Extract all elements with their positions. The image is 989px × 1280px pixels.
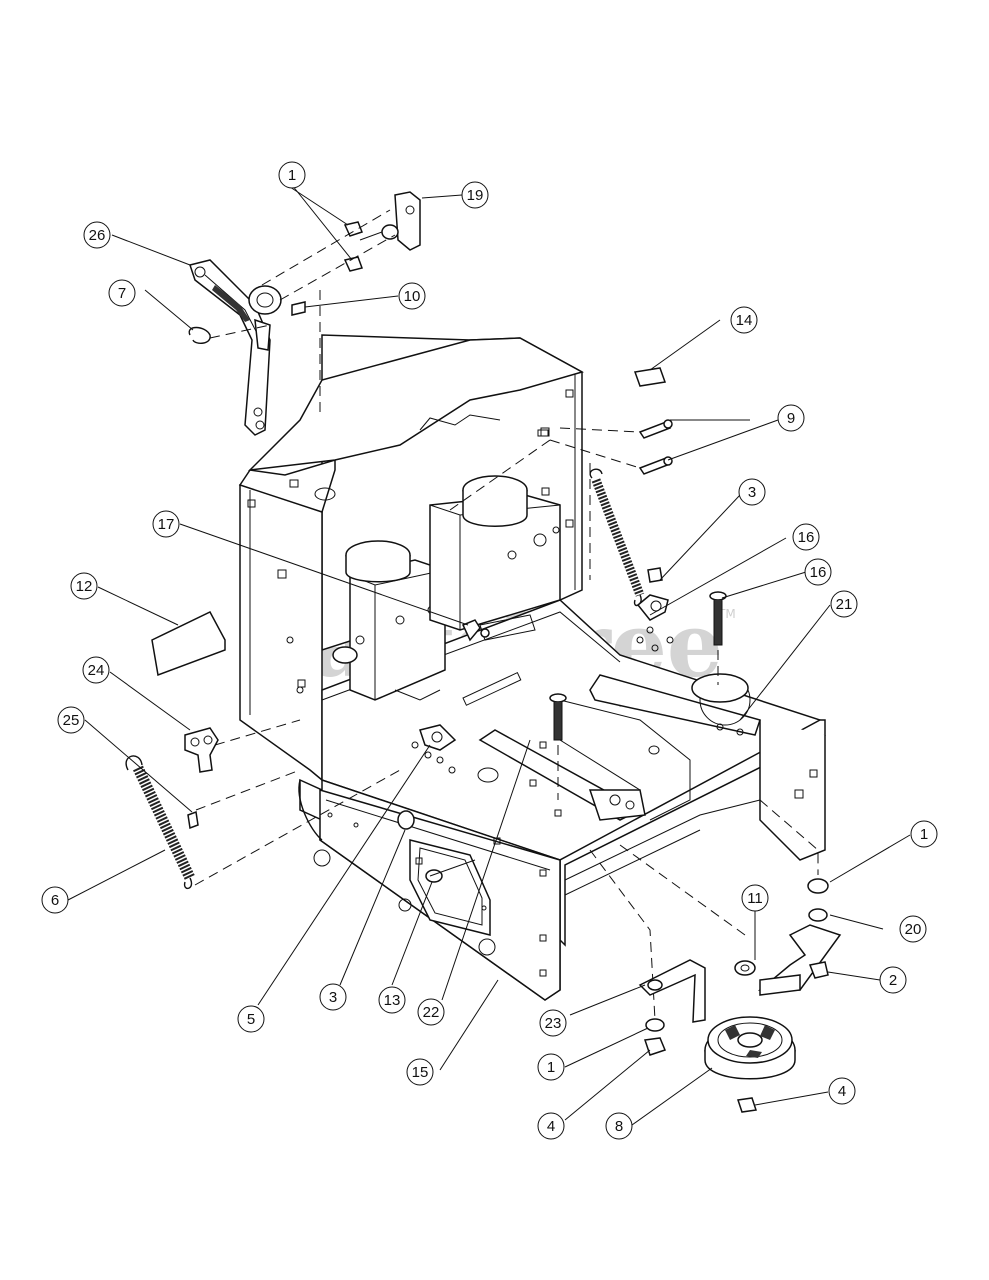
- callout-25[interactable]: 25: [57, 706, 85, 734]
- callout-23[interactable]: 23: [539, 1009, 567, 1037]
- control-lever-26: [189, 259, 282, 436]
- callout-16-b[interactable]: 16: [804, 558, 832, 586]
- callout-1-right[interactable]: 1: [910, 820, 938, 848]
- svg-text:5: 5: [247, 1011, 255, 1028]
- callout-4-left[interactable]: 4: [537, 1112, 565, 1140]
- decal-14: [633, 367, 667, 387]
- callout-15[interactable]: 15: [406, 1058, 434, 1086]
- bracket-20: [757, 924, 842, 996]
- svg-text:1: 1: [920, 826, 928, 843]
- callout-3-right[interactable]: 3: [738, 478, 766, 506]
- svg-text:8: 8: [615, 1118, 623, 1135]
- svg-text:25: 25: [63, 712, 80, 729]
- svg-text:9: 9: [787, 410, 795, 427]
- spring-right: [589, 468, 645, 607]
- pin-10: [291, 301, 306, 316]
- svg-text:14: 14: [736, 312, 753, 329]
- callout-8[interactable]: 8: [605, 1112, 633, 1140]
- svg-text:12: 12: [76, 578, 93, 595]
- svg-text:16: 16: [810, 564, 827, 581]
- svg-text:4: 4: [547, 1118, 555, 1135]
- callouts: 1 19 26 7 10 14 9 3 16 16 21 17 12 24 25…: [41, 161, 938, 1140]
- svg-text:4: 4: [838, 1083, 846, 1100]
- svg-text:16: 16: [798, 529, 815, 546]
- svg-text:21: 21: [836, 596, 853, 613]
- shield-12: [151, 611, 226, 677]
- callout-13[interactable]: 13: [378, 986, 406, 1014]
- bracket-24: [184, 727, 219, 773]
- pulley-8: [704, 1016, 796, 1080]
- callout-16-a[interactable]: 16: [792, 523, 820, 551]
- spring-left-6: [125, 755, 195, 889]
- pin-25: [187, 810, 199, 830]
- callout-10[interactable]: 10: [398, 282, 426, 310]
- washer-1-right: [807, 878, 829, 894]
- callout-1-bottom[interactable]: 1: [537, 1053, 565, 1081]
- svg-text:3: 3: [748, 484, 756, 501]
- callout-3-bottom[interactable]: 3: [319, 983, 347, 1011]
- svg-text:13: 13: [384, 992, 401, 1009]
- svg-text:1: 1: [288, 167, 296, 184]
- frame-left-wall: [239, 484, 323, 782]
- bracket-21: [589, 673, 761, 736]
- pivot-assembly-5: [411, 724, 457, 774]
- callout-2[interactable]: 2: [879, 966, 907, 994]
- svg-text:11: 11: [747, 890, 763, 907]
- svg-text:6: 6: [51, 892, 59, 909]
- nut-1-top: [343, 221, 363, 272]
- bushing-13: [425, 869, 443, 883]
- callout-21[interactable]: 21: [830, 590, 858, 618]
- svg-text:1: 1: [547, 1059, 555, 1076]
- callout-5[interactable]: 5: [237, 1005, 265, 1033]
- svg-text:22: 22: [423, 1004, 440, 1021]
- callout-12[interactable]: 12: [70, 572, 98, 600]
- idler-arm-3-right: [636, 567, 669, 621]
- callout-19[interactable]: 19: [461, 181, 489, 209]
- callout-6[interactable]: 6: [41, 886, 69, 914]
- callout-24[interactable]: 24: [82, 656, 110, 684]
- washer-1-bottom: [645, 1018, 665, 1032]
- callout-17[interactable]: 17: [152, 510, 180, 538]
- svg-text:24: 24: [88, 662, 105, 679]
- bolt-9: [638, 419, 673, 475]
- svg-text:3: 3: [329, 989, 337, 1006]
- svg-text:26: 26: [89, 227, 106, 244]
- washer-11: [734, 960, 756, 976]
- svg-text:15: 15: [412, 1064, 429, 1081]
- svg-text:19: 19: [467, 187, 484, 204]
- nut-2: [808, 961, 829, 979]
- callout-26[interactable]: 26: [83, 221, 111, 249]
- svg-text:17: 17: [158, 516, 175, 533]
- frame-front-right-wall: [759, 720, 826, 861]
- leader-lines: [67, 184, 911, 1126]
- callout-9[interactable]: 9: [777, 404, 805, 432]
- pump-left: [332, 540, 446, 701]
- rod-23: [638, 959, 706, 1023]
- svg-text:23: 23: [545, 1015, 562, 1032]
- callout-4-right[interactable]: 4: [828, 1077, 856, 1105]
- callout-7[interactable]: 7: [108, 279, 136, 307]
- bushing-3: [397, 810, 415, 830]
- svg-text:10: 10: [404, 288, 421, 305]
- svg-text:2: 2: [889, 972, 897, 989]
- bracket-19: [359, 191, 421, 251]
- nut-4-left: [644, 1037, 667, 1056]
- svg-text:7: 7: [118, 285, 126, 302]
- callout-22[interactable]: 22: [417, 998, 445, 1026]
- callout-1-top[interactable]: 1: [278, 161, 306, 189]
- nut-4-right: [737, 1097, 757, 1113]
- svg-text:20: 20: [905, 921, 922, 938]
- bolt-16: [549, 591, 727, 741]
- callout-14[interactable]: 14: [730, 306, 758, 334]
- pump-right: [429, 475, 561, 641]
- callout-11[interactable]: 11: [741, 884, 769, 912]
- callout-20[interactable]: 20: [899, 915, 927, 943]
